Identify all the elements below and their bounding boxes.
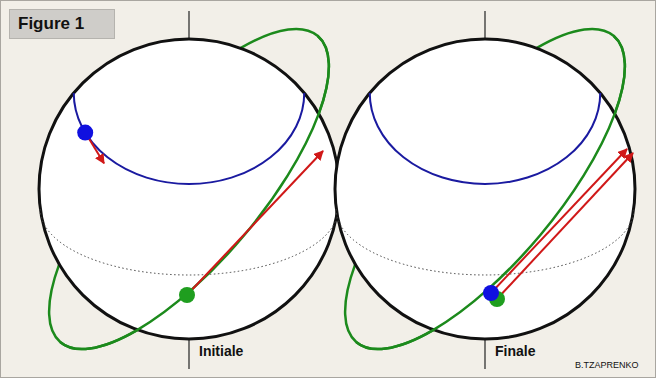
orbit [301, 1, 656, 378]
sphere-view [5, 1, 372, 378]
blue-body [77, 125, 93, 141]
green-body [179, 287, 195, 303]
velocity-arrow [187, 151, 323, 295]
blue-body [483, 285, 499, 301]
axis-tick [188, 11, 189, 39]
author-credit: B.TZAPRENKO [573, 360, 641, 370]
latitude-circle [370, 93, 601, 184]
orbit-front [356, 36, 656, 378]
figure-title: Figure 1 [9, 9, 115, 39]
axis-tick [484, 339, 485, 369]
axis-tick [484, 11, 485, 39]
view-label: Finale [493, 343, 537, 359]
velocity-arrow [497, 153, 633, 299]
equator [40, 209, 338, 275]
orbit-front [60, 36, 372, 378]
sphere [335, 39, 635, 339]
axis-tick [188, 339, 189, 369]
orbit [5, 1, 372, 378]
velocity-arrow [491, 149, 627, 293]
sphere [39, 39, 339, 339]
sphere-view [301, 1, 656, 378]
equator [336, 209, 634, 275]
view-label: Initiale [197, 343, 245, 359]
latitude-circle [74, 93, 305, 184]
